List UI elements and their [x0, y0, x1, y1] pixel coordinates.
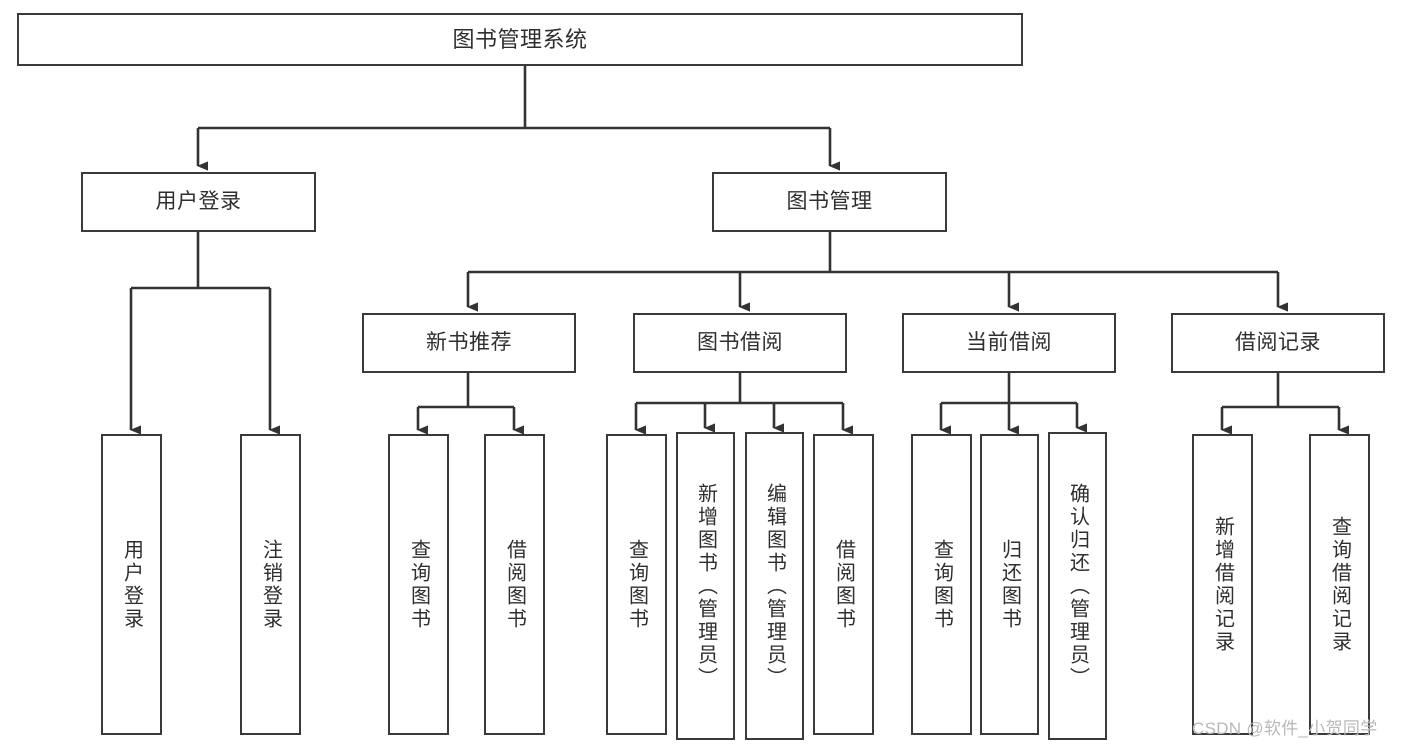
node-leaf-user-logout-label: 注销登录: [259, 538, 282, 631]
node-leaf-query-book-3[interactable]: 查询图书: [911, 434, 972, 735]
node-root-label: 图书管理系统: [452, 26, 588, 52]
node-current-borrow-label: 当前借阅: [966, 330, 1052, 354]
node-leaf-query-record-label: 查询借阅记录: [1328, 515, 1351, 654]
node-leaf-query-book-2[interactable]: 查询图书: [606, 434, 667, 735]
node-root[interactable]: 图书管理系统: [17, 13, 1023, 66]
node-leaf-add-record[interactable]: 新增借阅记录: [1192, 434, 1253, 735]
node-user-login[interactable]: 用户登录: [81, 172, 316, 232]
node-leaf-borrow-book-2-label: 借阅图书: [832, 538, 855, 631]
node-borrow-record-label: 借阅记录: [1235, 330, 1321, 354]
node-book-management-label: 图书管理: [786, 189, 873, 213]
node-leaf-add-record-label: 新增借阅记录: [1211, 515, 1234, 654]
node-new-book-recommend-label: 新书推荐: [426, 330, 512, 354]
node-leaf-borrow-book-1[interactable]: 借阅图书: [484, 434, 545, 735]
node-leaf-query-book-2-label: 查询图书: [625, 538, 648, 631]
node-leaf-edit-book[interactable]: 编辑图书（管理员）: [745, 432, 804, 740]
node-leaf-return-book[interactable]: 归还图书: [980, 434, 1039, 735]
node-leaf-confirm-return-label: 确认归还（管理员）: [1066, 482, 1089, 690]
node-borrow-record[interactable]: 借阅记录: [1171, 313, 1385, 373]
node-new-book-recommend[interactable]: 新书推荐: [362, 313, 576, 373]
node-leaf-add-book-label: 新增图书（管理员）: [694, 482, 717, 690]
node-book-borrow[interactable]: 图书借阅: [633, 313, 847, 373]
node-current-borrow[interactable]: 当前借阅: [902, 313, 1116, 373]
node-leaf-confirm-return[interactable]: 确认归还（管理员）: [1048, 432, 1107, 740]
node-leaf-borrow-book-1-label: 借阅图书: [503, 538, 526, 631]
node-leaf-query-book-1-label: 查询图书: [407, 538, 430, 631]
node-leaf-query-book-3-label: 查询图书: [930, 538, 953, 631]
node-book-borrow-label: 图书借阅: [697, 330, 783, 354]
node-leaf-query-record[interactable]: 查询借阅记录: [1309, 434, 1370, 735]
node-leaf-borrow-book-2[interactable]: 借阅图书: [813, 434, 874, 735]
node-leaf-user-login-label: 用户登录: [120, 538, 143, 631]
node-leaf-return-book-label: 归还图书: [998, 538, 1021, 631]
node-book-management[interactable]: 图书管理: [712, 172, 947, 232]
node-leaf-query-book-1[interactable]: 查询图书: [388, 434, 449, 735]
node-leaf-edit-book-label: 编辑图书（管理员）: [763, 482, 786, 690]
node-leaf-user-login[interactable]: 用户登录: [101, 434, 162, 735]
node-leaf-user-logout[interactable]: 注销登录: [240, 434, 301, 735]
csdn-watermark: CSDN @软件_小贺同学: [1192, 719, 1378, 738]
node-leaf-add-book[interactable]: 新增图书（管理员）: [676, 432, 735, 740]
node-user-login-label: 用户登录: [155, 189, 242, 213]
